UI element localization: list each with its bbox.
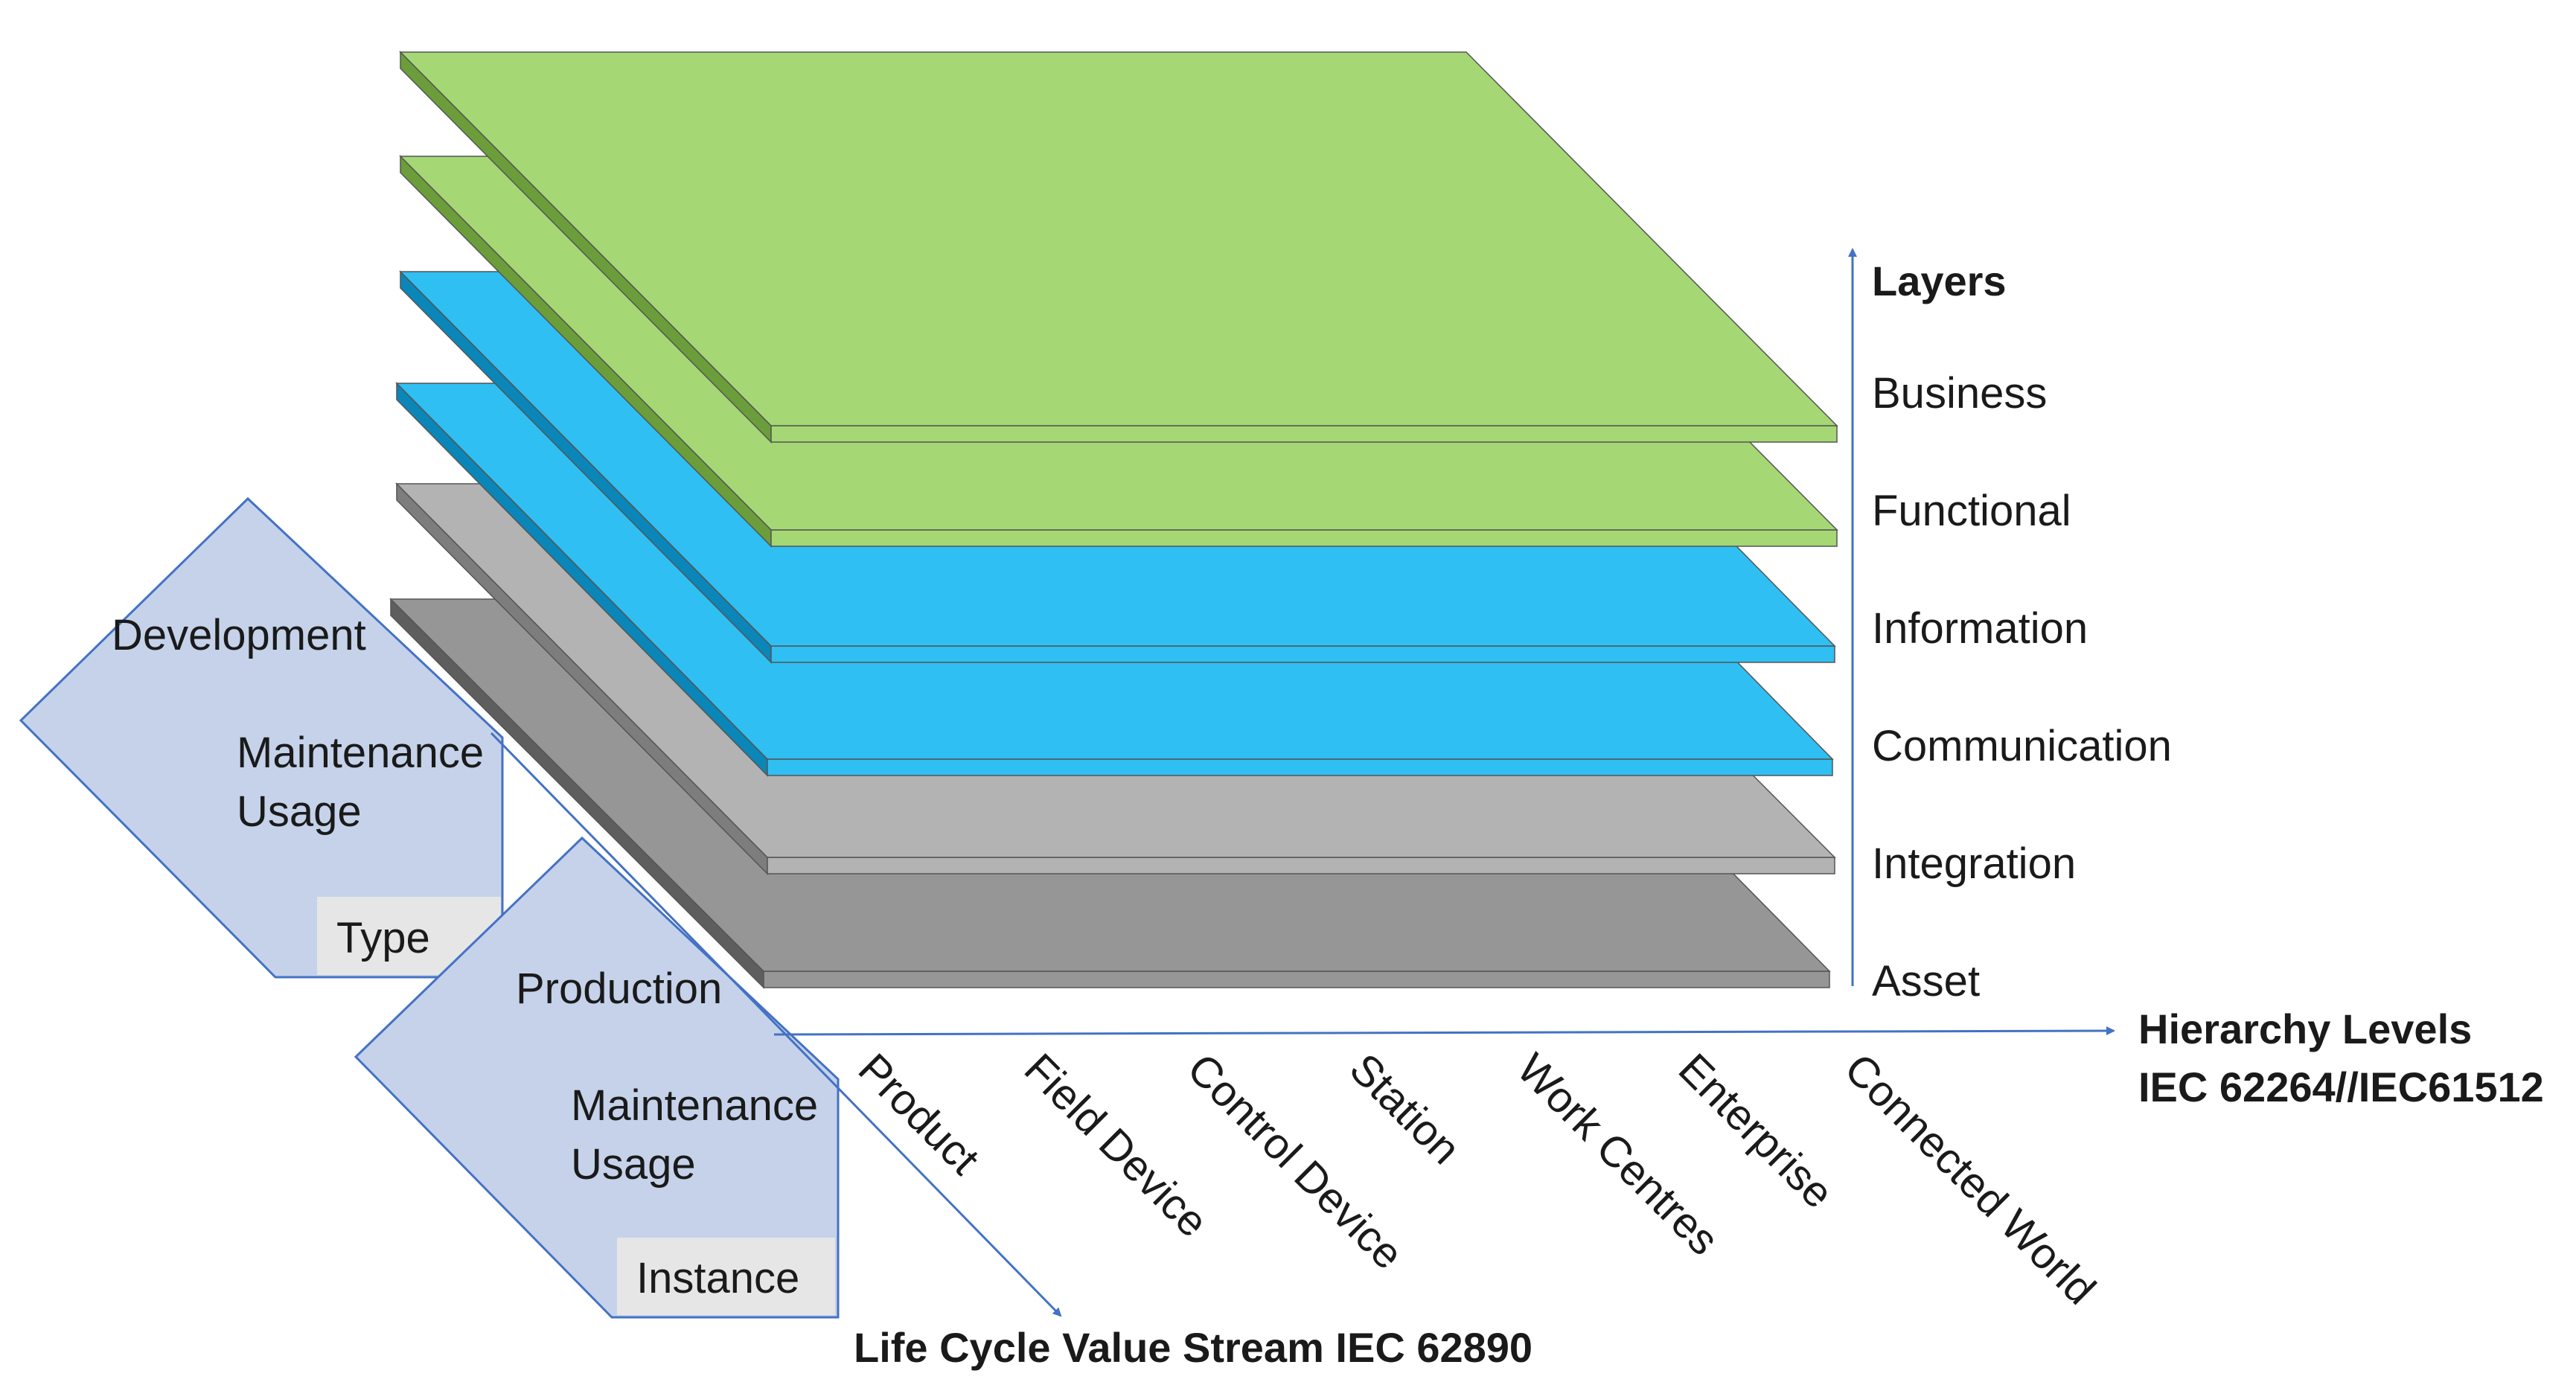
instance-chevron [354,836,840,1319]
layer-communication-front [767,758,1833,776]
hierarchy-standard: IEC 62264//IEC61512 [2138,1064,2544,1110]
layer-label-functional: Functional [1872,487,2071,535]
layer-asset-front [763,970,1830,988]
life-cycle-axis-label: Life Cycle Value Stream IEC 62890 [854,1324,1533,1371]
layer-label-communication: Communication [1872,722,2172,770]
layers-title: Layers [1872,258,2007,304]
layer-functional-front [770,529,1838,547]
layer-business-front [770,425,1838,443]
layer-business [399,51,1838,444]
hierarchy-level-station: Station [1340,1044,1470,1174]
instance-usage-label: Usage [571,1140,696,1189]
type-maintenance-label: Maintenance [237,729,484,777]
layer-business-top [399,51,1838,426]
instance-tag: Instance [636,1254,799,1302]
type-development-label: Development [112,611,366,659]
hierarchy-axis [773,1026,2115,1036]
layer-label-information: Information [1872,604,2088,653]
type-tag: Type [336,914,430,962]
layer-stack [389,51,1838,989]
hierarchy-level-product: Product [849,1044,988,1183]
type-usage-label: Usage [237,787,362,836]
instance-maintenance-label: Maintenance [571,1081,818,1130]
life-cycle-axis [490,732,1062,1317]
hierarchy-level-enterprise: Enterprise [1669,1044,1843,1218]
instance-tag-box [617,1238,835,1315]
layer-label-integration: Integration [1872,839,2076,888]
layer-information-front [770,645,1835,663]
hierarchy-title: Hierarchy Levels [2138,1005,2472,1052]
layer-label-asset: Asset [1872,957,1980,1005]
instance-production-label: Production [516,965,722,1013]
hierarchy-level-connected-world: Connected World [1835,1044,2105,1314]
layer-integration-front [767,857,1835,874]
layer-label-business: Business [1872,369,2047,418]
type-chevron [19,496,504,979]
